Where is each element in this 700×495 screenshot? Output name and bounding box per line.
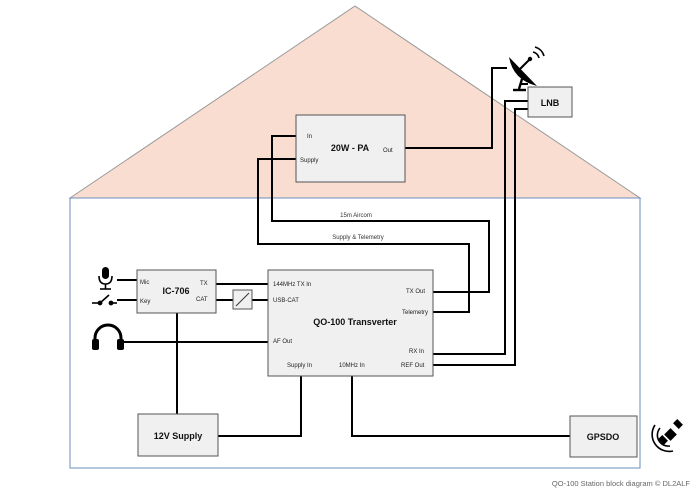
- lnb-block: LNB: [527, 86, 573, 118]
- transverter-port-tx-in: 144MHz TX In: [273, 282, 311, 288]
- pa-port-out: Out: [383, 148, 393, 154]
- radio-port-cat: CAT: [196, 297, 208, 303]
- transverter-port-ref-out: REF Out: [401, 363, 425, 369]
- headphones-icon: [92, 323, 124, 350]
- radio-block: IC-706 Mic Key TX CAT: [136, 269, 217, 314]
- usb-isolator-icon: [232, 289, 253, 310]
- supply-block: 12V Supply: [137, 413, 219, 457]
- key-switch-icon: [92, 294, 117, 306]
- transverter-title: QO-100 Transverter: [313, 317, 397, 327]
- cable-label-aircom: 15m Aircom: [340, 213, 372, 219]
- transverter-port-supply-in: Supply In: [287, 363, 312, 369]
- pa-port-in: In: [307, 134, 312, 140]
- wire-lnb-rx: [433, 100, 532, 355]
- wire-gpsdo-ref: [351, 376, 570, 437]
- wire-ref-lnb: [433, 108, 532, 366]
- radio-port-tx: TX: [200, 281, 208, 287]
- pa-title: 20W - PA: [331, 143, 370, 153]
- lnb-title: LNB: [541, 98, 560, 108]
- transverter-port-tx-out: TX Out: [406, 289, 425, 295]
- wire-supply-transverter: [218, 376, 302, 437]
- wire-pa-dish: [405, 67, 507, 149]
- transverter-port-usb-cat: USB-CAT: [273, 298, 299, 304]
- wire-supply-telemetry: [257, 158, 470, 313]
- wiring: [117, 67, 570, 437]
- gps-satellite-icon: [651, 419, 683, 453]
- pa-block: 20W - PA In Supply Out: [295, 114, 406, 183]
- transverter-port-telemetry: Telemetry: [402, 310, 428, 316]
- transverter-port-ref-in: 10MHz In: [339, 363, 365, 369]
- footer-credit: QO-100 Station block diagram © DL2ALF: [552, 479, 691, 488]
- transverter-port-af-out: AF Out: [273, 339, 292, 345]
- pa-port-supply: Supply: [300, 158, 318, 164]
- wire-aircom: [271, 135, 490, 293]
- gpsdo-title: GPSDO: [587, 432, 620, 442]
- supply-title: 12V Supply: [154, 431, 203, 441]
- radio-port-key: Key: [140, 299, 150, 305]
- transverter-port-rx-in: RX In: [409, 349, 424, 355]
- radio-title: IC-706: [162, 286, 189, 296]
- transverter-block: QO-100 Transverter 144MHz TX In USB-CAT …: [267, 269, 434, 377]
- radio-port-mic: Mic: [140, 280, 149, 286]
- gpsdo-block: GPSDO: [569, 415, 638, 458]
- satellite-dish-icon: [509, 46, 545, 92]
- microphone-icon: [98, 267, 113, 290]
- cable-label-supply-telemetry: Supply & Telemetry: [332, 235, 384, 241]
